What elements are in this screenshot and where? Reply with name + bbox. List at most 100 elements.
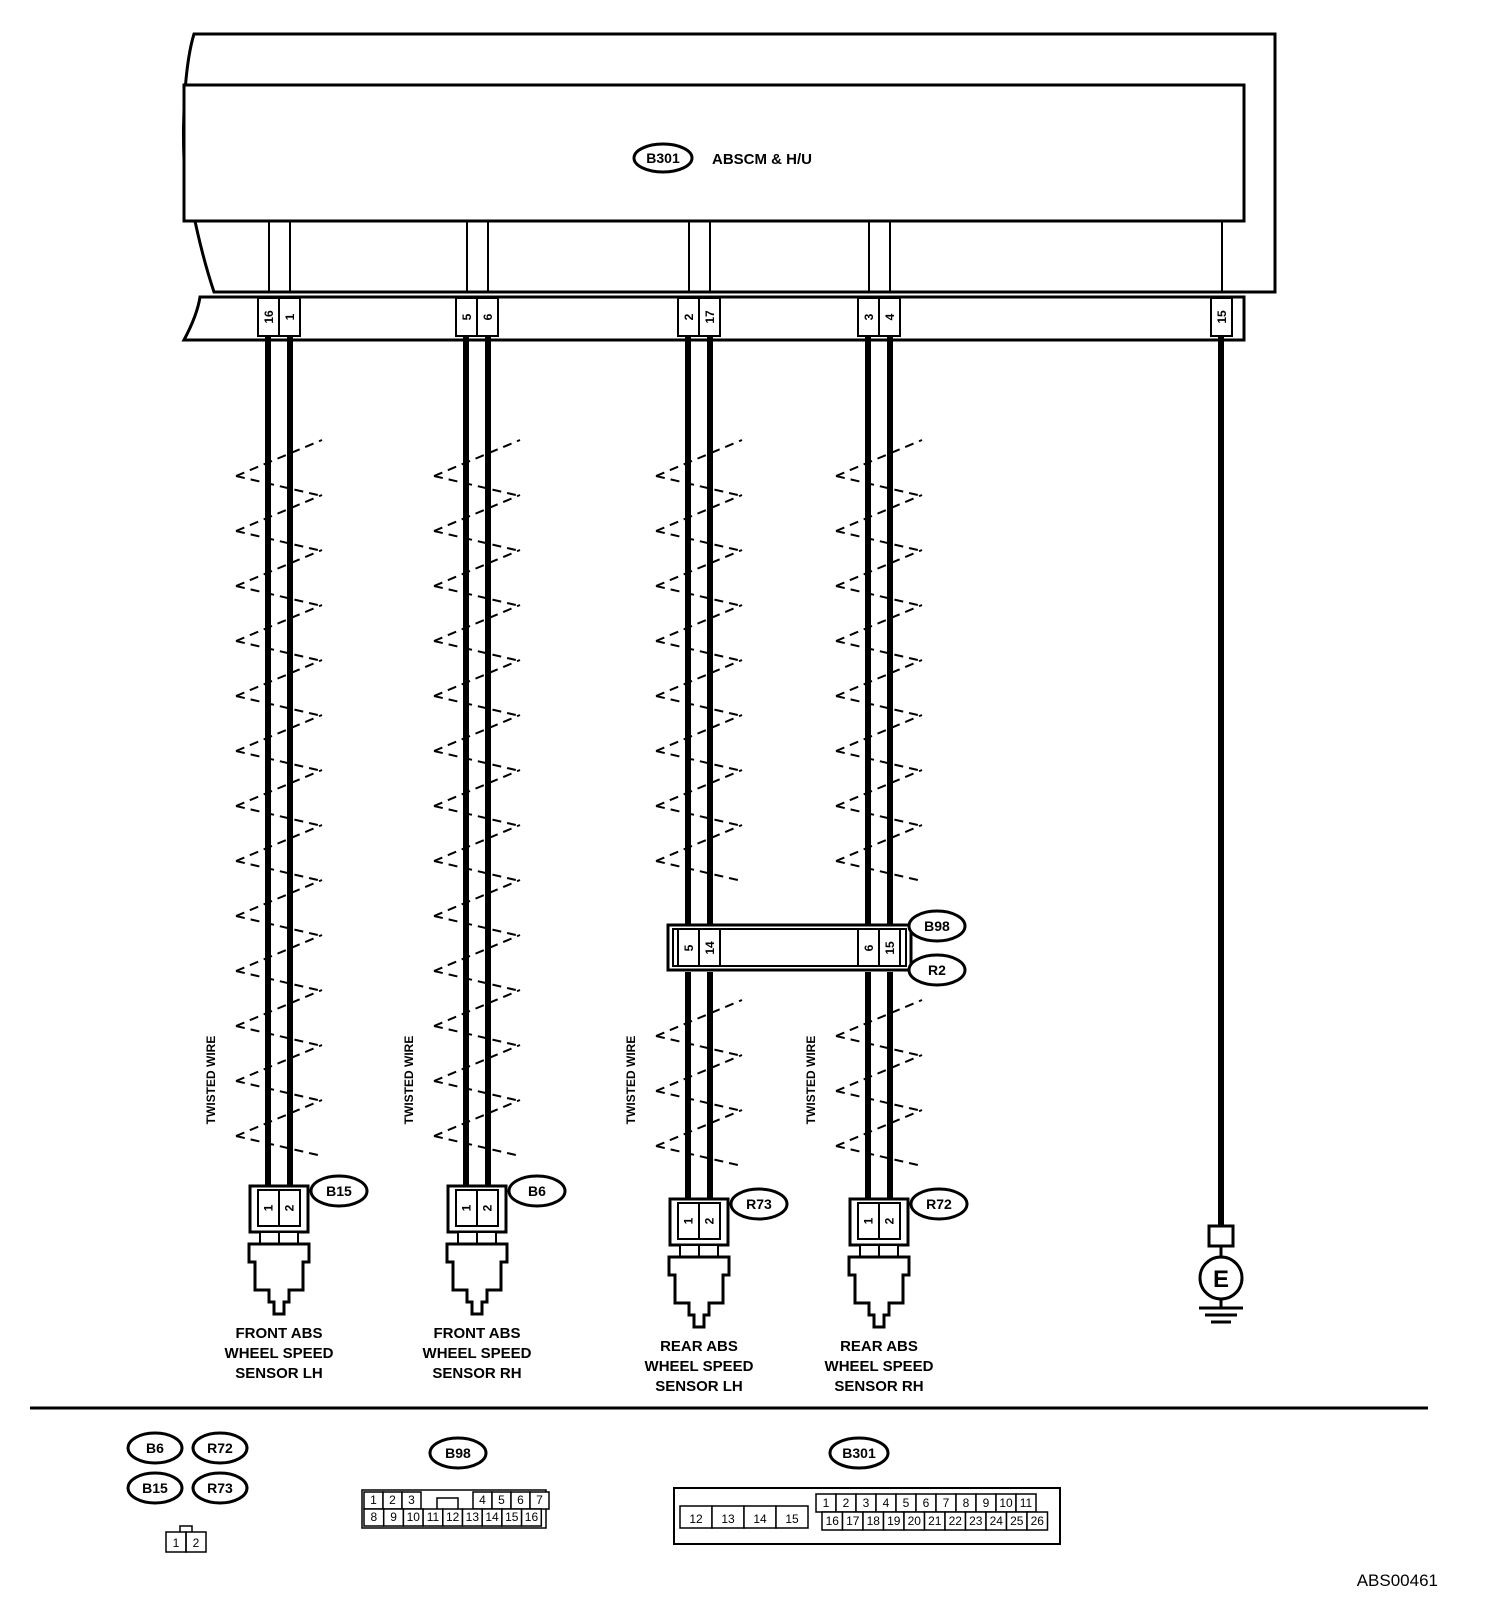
sensor-name-line: WHEEL SPEED	[423, 1345, 532, 1362]
b98-cell	[520, 1508, 543, 1527]
b301-cell-label: 4	[883, 1496, 890, 1510]
twist-dash	[433, 1135, 521, 1157]
twist-dash	[235, 970, 323, 992]
twist-dash	[433, 750, 521, 772]
twist-dash	[433, 604, 521, 642]
twist-dash	[835, 1035, 923, 1057]
sensor-pin-label: 1	[862, 1217, 876, 1224]
twist-dash	[235, 860, 323, 882]
module-pin-labels: 16 1 5 6 2 17 3 4 15	[262, 310, 1229, 324]
b98-cell-label: 4	[479, 1493, 486, 1507]
sensor-pin-box	[698, 1202, 721, 1240]
b98-cell-label: 1	[370, 1493, 377, 1507]
twist-dash	[835, 1054, 923, 1092]
twist-dash	[835, 549, 923, 587]
sensor-tag-text: B15	[326, 1183, 352, 1199]
twist-dash	[235, 494, 323, 532]
twisted-wire-label: TWISTED WIRE	[804, 1036, 818, 1125]
twist-dash	[235, 585, 323, 607]
b98-cell-label: 11	[427, 1510, 440, 1524]
twist-dash	[655, 530, 743, 552]
sensor-tag	[909, 1187, 969, 1221]
b301-cell-label: 3	[863, 1496, 870, 1510]
twisted-wire-label: TWISTED WIRE	[624, 1036, 638, 1125]
legend-tag: B15	[142, 1480, 168, 1496]
ground-label: E	[1213, 1266, 1229, 1293]
twist-dash	[433, 494, 521, 532]
module-pin-stubs	[268, 221, 1223, 292]
module-pin-label: 2	[682, 313, 696, 320]
abscm-module	[181, 32, 1277, 342]
twist-dash	[433, 1099, 521, 1137]
wheel-speed-sensor-icon	[847, 1255, 911, 1329]
legend-cell: 1	[173, 1536, 180, 1550]
module-pin-label: 4	[883, 313, 897, 320]
module-name: ABSCM & H/U	[712, 151, 812, 168]
twist-dash	[235, 659, 323, 697]
twist-dash	[835, 604, 923, 642]
b98-cell-label: 13	[466, 1510, 480, 1524]
sensor-tag	[507, 1174, 567, 1208]
b301-cell-label: 21	[928, 1514, 942, 1528]
twist-dash	[835, 805, 923, 827]
twist-dash	[655, 659, 743, 697]
b301-cell-label: 9	[983, 1496, 990, 1510]
twist-dash	[433, 1025, 521, 1047]
b98-cell-label: 14	[485, 1510, 499, 1524]
wheel-speed-sensor-icon	[445, 1242, 509, 1316]
module-tag: B301	[632, 142, 694, 174]
sensor-pin-label: 2	[283, 1204, 297, 1211]
module-pin-boxes	[257, 297, 1233, 337]
b301-cell-label: 19	[887, 1514, 901, 1528]
twist-dash	[235, 750, 323, 772]
b301-cell-label: 15	[785, 1512, 799, 1526]
b98-cell-label: 10	[407, 1510, 421, 1524]
b301-cell-label: 10	[999, 1496, 1013, 1510]
twist-dash	[433, 585, 521, 607]
twist-dash	[433, 915, 521, 937]
b98-cell-label: 8	[371, 1510, 378, 1524]
twist-dash	[235, 475, 323, 497]
legend-tag: R72	[207, 1440, 233, 1456]
b301-cell-label: 2	[843, 1496, 850, 1510]
twist-dash	[835, 494, 923, 532]
twist-dash	[433, 805, 521, 827]
b301-cell-label: 16	[826, 1514, 840, 1528]
b301-cell-label: 13	[721, 1512, 735, 1526]
b301-cell-label: 23	[969, 1514, 983, 1528]
twist-dash	[835, 860, 923, 882]
joint-pin-label: 14	[703, 941, 717, 955]
twist-dash	[235, 1025, 323, 1047]
twist-dash	[433, 530, 521, 552]
twist-dash	[433, 769, 521, 807]
b301-cell	[775, 1505, 809, 1529]
b301-outline	[673, 1487, 1061, 1545]
twist-dash	[235, 439, 323, 477]
twist-dash	[655, 750, 743, 772]
b98-cell-label: 9	[390, 1510, 397, 1524]
twist-dash	[835, 640, 923, 662]
twist-dash	[835, 530, 923, 552]
twist-dash	[655, 1035, 743, 1057]
sensor-name-line: SENSOR RH	[432, 1365, 521, 1382]
twist-dash	[655, 769, 743, 807]
twist-dash	[835, 1145, 923, 1167]
module-pin-label: 6	[481, 313, 495, 320]
twist-dash	[835, 695, 923, 717]
twist-dash	[433, 860, 521, 882]
joint-pin-label: 6	[862, 944, 876, 951]
twist-dash	[655, 824, 743, 862]
twist-dash	[235, 1080, 323, 1102]
legend-small-connector: B6 R72 B15 R73 1 2	[126, 1431, 249, 1553]
b301-cell-label: 7	[943, 1496, 950, 1510]
twisted-wire-label: TWISTED WIRE	[204, 1036, 218, 1125]
twist-dash	[235, 1099, 323, 1137]
legend-tag: R73	[207, 1480, 233, 1496]
twist-dash	[655, 1145, 743, 1167]
module-pin-label: 15	[1215, 310, 1229, 324]
twist-dash	[655, 860, 743, 882]
sensor-name-line: REAR ABS	[840, 1338, 918, 1355]
sensor-pin-box	[476, 1189, 499, 1227]
